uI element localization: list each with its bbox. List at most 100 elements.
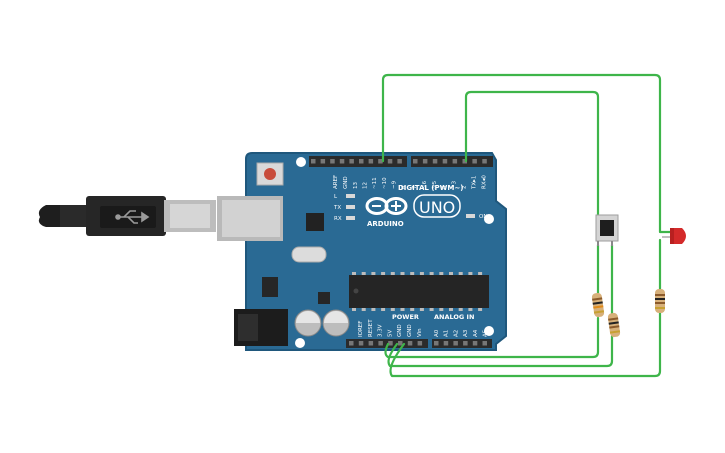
header-pin bbox=[434, 341, 439, 346]
pin-label: 13 bbox=[353, 182, 359, 189]
header-pin bbox=[442, 159, 448, 164]
status-led-label: TX bbox=[333, 205, 341, 211]
model-label: UNO bbox=[419, 198, 455, 217]
header-pin bbox=[359, 159, 364, 164]
mounting-hole bbox=[296, 157, 306, 167]
header-pin bbox=[368, 159, 374, 164]
mounting-hole bbox=[484, 326, 494, 336]
power-jack bbox=[234, 309, 288, 346]
header-pin bbox=[482, 341, 487, 346]
chip-pin bbox=[352, 272, 356, 275]
header-pin bbox=[422, 159, 428, 164]
chip-pin bbox=[400, 308, 405, 311]
pin-label: A1 bbox=[444, 330, 450, 337]
pin-label: 5V bbox=[387, 330, 393, 337]
chip-pin bbox=[371, 308, 376, 311]
header-pin bbox=[398, 341, 403, 346]
header-pin bbox=[339, 159, 345, 164]
header-pin bbox=[432, 159, 438, 164]
header-pin bbox=[368, 341, 374, 346]
status-led-label: RX bbox=[334, 216, 342, 222]
pin-label: ~11 bbox=[372, 177, 378, 189]
capacitor bbox=[294, 309, 322, 337]
pin-label: A4 bbox=[473, 329, 479, 337]
red-led bbox=[662, 228, 686, 244]
resistor bbox=[591, 292, 605, 318]
wires bbox=[381, 73, 674, 378]
header-pin bbox=[378, 341, 383, 346]
header-pin bbox=[463, 341, 468, 346]
chip-pin bbox=[410, 272, 415, 275]
status-led bbox=[346, 216, 355, 220]
mounting-hole bbox=[484, 214, 494, 224]
chip-pin bbox=[352, 308, 356, 311]
pin-label: A2 bbox=[453, 330, 459, 337]
pin-label: 3.3V bbox=[378, 324, 384, 337]
status-leds: L TX RX ON bbox=[333, 194, 487, 222]
wire-pin10-to-led bbox=[381, 73, 674, 234]
pin-label: 2 bbox=[462, 186, 468, 190]
pin-label: 8 bbox=[401, 185, 407, 189]
chip-pin bbox=[429, 272, 434, 275]
chip-pin bbox=[361, 308, 366, 311]
pin-label: GND bbox=[343, 176, 349, 189]
chip-pin bbox=[439, 272, 444, 275]
chip-pin bbox=[458, 272, 463, 275]
chip-pin bbox=[410, 308, 415, 311]
header-pin bbox=[482, 159, 487, 164]
chip-pin bbox=[468, 272, 473, 275]
header-pin bbox=[462, 159, 467, 164]
header-pin bbox=[358, 341, 364, 346]
chip-pin bbox=[381, 272, 386, 275]
power-led bbox=[466, 214, 475, 218]
status-led-label: L bbox=[334, 194, 338, 200]
header-pin bbox=[320, 159, 326, 164]
header-pin bbox=[388, 341, 393, 346]
reset-button bbox=[256, 162, 284, 186]
usb-chip bbox=[306, 213, 324, 231]
header-pin bbox=[413, 159, 418, 164]
crystal-oscillator bbox=[291, 246, 327, 263]
chip-pin bbox=[429, 308, 434, 311]
header-pin bbox=[349, 341, 354, 346]
pin-label: ~3 bbox=[452, 180, 458, 189]
header-pin bbox=[349, 159, 354, 164]
chip-pin bbox=[478, 308, 483, 311]
brand-label: ARDUINO bbox=[367, 220, 404, 228]
pin-label: ~10 bbox=[382, 177, 388, 189]
pin-label: GND bbox=[397, 324, 403, 337]
status-led bbox=[346, 194, 355, 198]
header-pin bbox=[378, 159, 383, 164]
resistor bbox=[607, 312, 621, 338]
on-label: ON bbox=[479, 214, 487, 220]
digital-title: DIGITAL (PWM~) bbox=[398, 184, 463, 192]
header-pin bbox=[311, 159, 316, 164]
infinity-icon bbox=[365, 197, 408, 215]
pin-label: 12 bbox=[363, 182, 369, 189]
chip-pin bbox=[390, 272, 395, 275]
chip-pin bbox=[419, 308, 424, 311]
chip-pin bbox=[449, 308, 453, 311]
pin-label: TX▸1 bbox=[471, 176, 477, 190]
chip-pin bbox=[390, 308, 395, 311]
power-title: POWER bbox=[392, 313, 419, 321]
pin-label: GND bbox=[407, 324, 413, 337]
pin-label: IOREF bbox=[358, 321, 364, 337]
usb-port bbox=[217, 196, 283, 241]
pin-label: RESET bbox=[368, 319, 374, 337]
chip-pin bbox=[449, 272, 453, 275]
header-pin bbox=[452, 159, 458, 164]
mounting-hole bbox=[295, 338, 305, 348]
chip-pin bbox=[361, 272, 366, 275]
header-pin bbox=[417, 341, 423, 346]
chip-pin bbox=[458, 308, 463, 311]
header-pin bbox=[443, 341, 449, 346]
pin-label: A0 bbox=[434, 329, 440, 337]
usb-cable bbox=[38, 196, 216, 236]
header-pin bbox=[397, 159, 402, 164]
analog-title: ANALOG IN bbox=[434, 313, 474, 321]
regulator-chip bbox=[262, 277, 278, 297]
pin-label: RX◂0 bbox=[481, 175, 487, 189]
